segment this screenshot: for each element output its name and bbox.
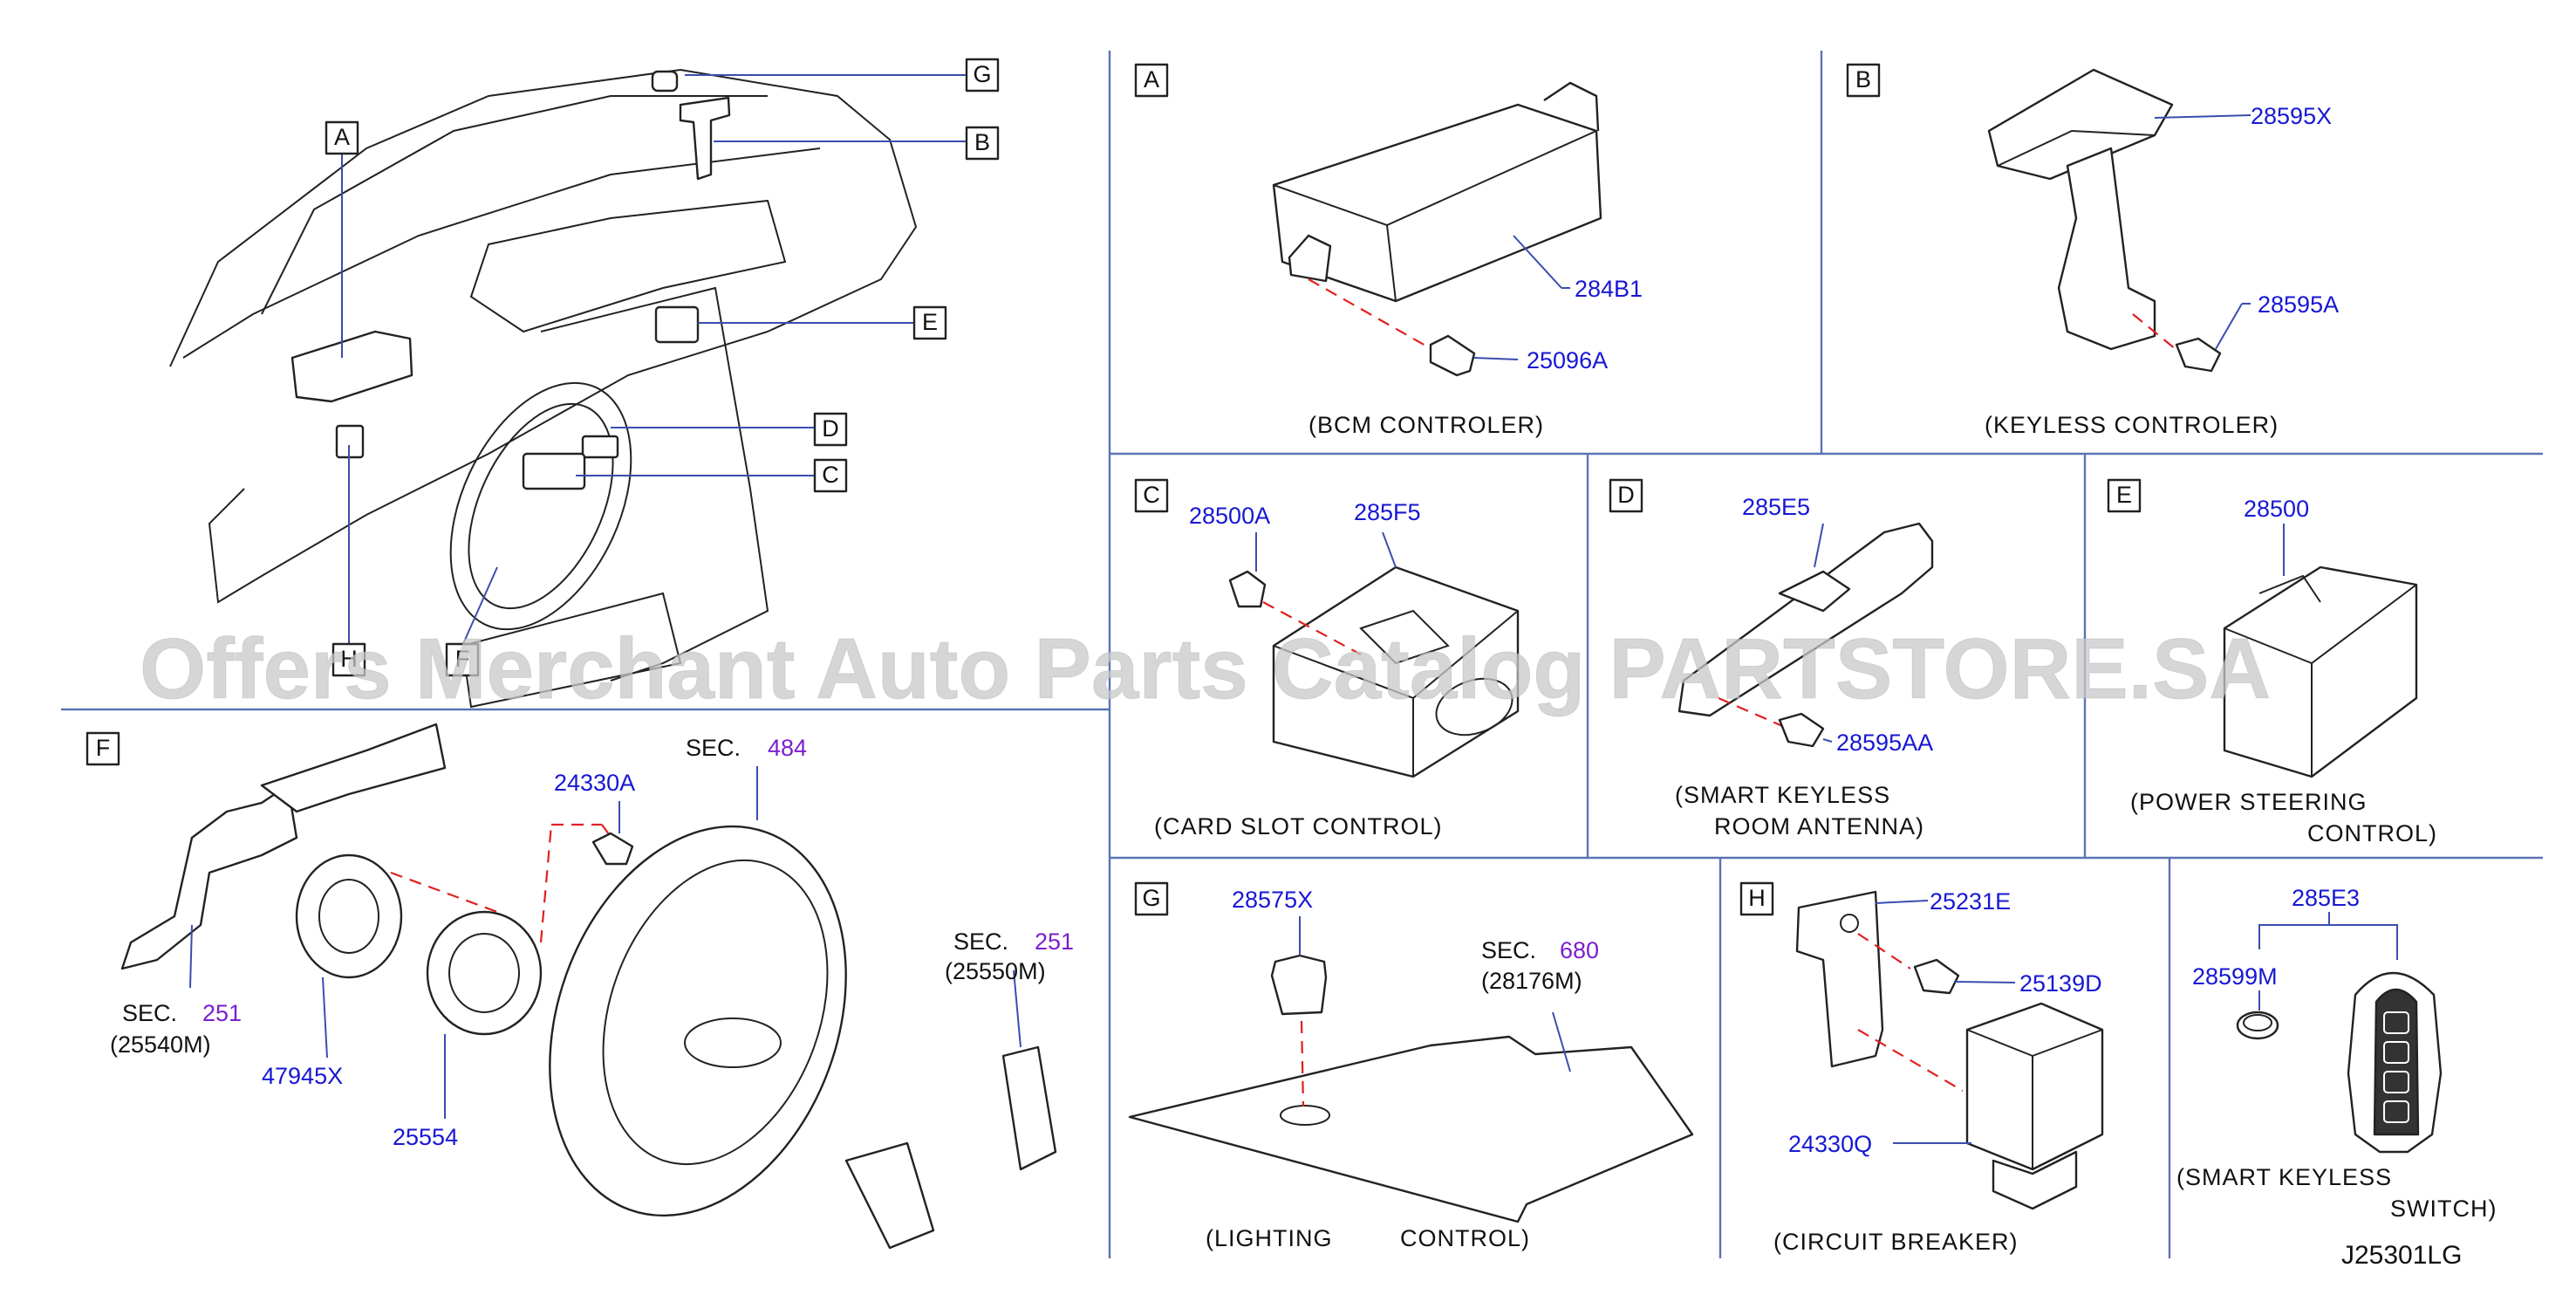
- smart-key-caption-1: (SMART KEYLESS: [2176, 1164, 2392, 1190]
- panel-d: D 285E5 28595AA (SMART KEYLESS ROOM ANTE…: [1609, 478, 1934, 839]
- overview-label-f: F: [455, 646, 470, 672]
- panel-d-caption-2: ROOM ANTENNA): [1714, 813, 1924, 839]
- part-number-28599m: 28599M: [2192, 963, 2278, 990]
- panel-c: C 28500A 285F5 (CARD SLOT CONTROL): [1134, 478, 1520, 839]
- panel-h: H 25231E 25139D 24330Q (CIRCUIT BREAKER): [1739, 881, 2104, 1255]
- part-number-285f5: 285F5: [1354, 499, 1421, 525]
- part-number-25096a: 25096A: [1527, 347, 1608, 373]
- panel-b-letter: B: [1855, 66, 1871, 92]
- part-number-28500a: 28500A: [1189, 503, 1270, 529]
- panel-g-caption-1: (LIGHTING: [1206, 1225, 1333, 1251]
- part-number-24330a: 24330A: [554, 770, 635, 796]
- sec-ref-251b-number: 251: [1035, 928, 1074, 955]
- sec-ref-484-number: 484: [768, 735, 807, 761]
- overview-dashboard: A B C D E G F H: [169, 58, 1000, 709]
- part-number-25554: 25554: [393, 1124, 458, 1150]
- sec-ref-251a-prefix: SEC.: [122, 1000, 177, 1026]
- sec-ref-251a-number: 251: [202, 1000, 242, 1026]
- part-number-25231e: 25231E: [1930, 888, 2011, 915]
- part-number-24330q: 24330Q: [1788, 1131, 1872, 1157]
- panel-a-caption: (BCM CONTROLER): [1308, 412, 1544, 438]
- sec-ref-251b-sub: (25550M): [945, 958, 1046, 984]
- panel-g-letter: G: [1142, 885, 1160, 911]
- sec-ref-251b-prefix: SEC.: [953, 928, 1008, 955]
- overview-label-a: A: [334, 124, 350, 150]
- part-number-28575x: 28575X: [1232, 887, 1313, 913]
- overview-label-b: B: [974, 129, 990, 155]
- part-number-28595x: 28595X: [2251, 103, 2332, 129]
- part-number-28595a: 28595A: [2258, 291, 2339, 318]
- part-number-28500: 28500: [2244, 496, 2309, 522]
- panel-smart-key: 285E3 28599M (SMART KEYLESS SWITCH): [2176, 885, 2497, 1222]
- sec-ref-251a-sub: (25540M): [110, 1031, 211, 1058]
- part-number-47945x: 47945X: [262, 1063, 343, 1089]
- diagram-code: J25301LG: [2341, 1241, 2462, 1270]
- overview-label-d: D: [822, 415, 839, 442]
- panel-h-caption: (CIRCUIT BREAKER): [1773, 1229, 2019, 1255]
- panel-a: A 284B1 25096A (BCM CONTROLER): [1134, 63, 1643, 438]
- panel-d-letter: D: [1617, 482, 1635, 508]
- part-number-285e3: 285E3: [2292, 885, 2360, 911]
- panel-b-caption: (KEYLESS CONTROLER): [1985, 412, 2279, 438]
- panel-e: E 28500 (POWER STEERING CONTROL): [2107, 478, 2437, 846]
- part-number-285e5: 285E5: [1742, 494, 1810, 520]
- panel-d-caption-1: (SMART KEYLESS: [1675, 782, 1890, 808]
- overview-label-g: G: [973, 61, 991, 87]
- overview-label-h: H: [340, 646, 358, 672]
- overview-label-e: E: [922, 309, 938, 335]
- panel-dividers: [61, 51, 2543, 1258]
- smart-key-caption-2: SWITCH): [2390, 1196, 2497, 1222]
- sec-ref-484-prefix: SEC.: [686, 735, 741, 761]
- panel-h-letter: H: [1748, 885, 1766, 911]
- panel-a-letter: A: [1144, 66, 1159, 92]
- sec-ref-680-sub: (28176M): [1481, 968, 1582, 994]
- sec-ref-680-number: 680: [1560, 937, 1599, 963]
- watermark: Offers Merchant Auto Parts Catalog PARTS…: [140, 620, 2271, 716]
- sec-ref-680-prefix: SEC.: [1481, 937, 1536, 963]
- part-number-25139d: 25139D: [2019, 970, 2102, 997]
- overview-label-c: C: [822, 462, 839, 488]
- panel-c-letter: C: [1143, 482, 1160, 508]
- panel-e-caption-1: (POWER STEERING: [2130, 789, 2368, 815]
- panel-c-caption: (CARD SLOT CONTROL): [1154, 813, 1443, 839]
- panel-f-letter: F: [96, 735, 111, 761]
- panel-f: F 24330A 47945X 25554 SEC. 4: [85, 723, 1074, 1250]
- part-number-28595aa: 28595AA: [1836, 730, 1933, 756]
- panel-g-caption-2: CONTROL): [1400, 1225, 1530, 1251]
- panel-e-letter: E: [2116, 482, 2132, 508]
- panel-g: G 28575X SEC. 680 (28176M) (LIGHTING CON…: [1128, 881, 1694, 1251]
- part-number-284b1: 284B1: [1575, 276, 1643, 302]
- panel-e-caption-2: CONTROL): [2307, 820, 2437, 846]
- panel-b: B 28595X 28595A (KEYLESS CONTROLER): [1846, 63, 2339, 438]
